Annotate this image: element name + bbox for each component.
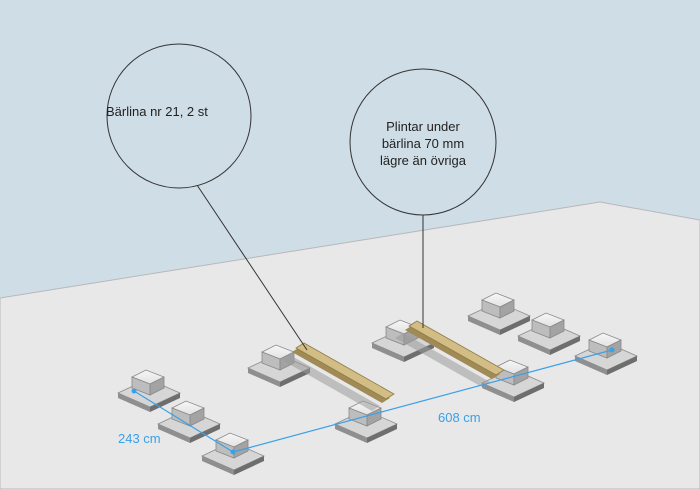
beam-right bbox=[395, 320, 505, 387]
plinth bbox=[201, 432, 265, 475]
beam-callout-leader bbox=[196, 184, 308, 351]
plinth-callout: Plintar under bärlina 70 mm lägre än övr… bbox=[349, 68, 497, 216]
beam-left bbox=[282, 342, 395, 411]
plinth-callout-line2: bärlina 70 mm bbox=[382, 136, 464, 151]
plinth bbox=[481, 359, 545, 402]
beam-callout-text: Bärlina nr 21, 2 st bbox=[106, 104, 208, 119]
plinth bbox=[117, 369, 181, 412]
plinth-callout-line3: lägre än övriga bbox=[380, 153, 467, 168]
plinth bbox=[157, 400, 221, 443]
plinth bbox=[517, 312, 581, 355]
plinth bbox=[467, 292, 531, 335]
plinth bbox=[334, 400, 398, 443]
dimension-short-label: 243 cm bbox=[118, 431, 161, 446]
dimension-long bbox=[232, 347, 615, 453]
plinth bbox=[247, 344, 311, 387]
beam-callout: Bärlina nr 21, 2 st bbox=[106, 43, 252, 189]
plinth-callout-line1: Plintar under bbox=[386, 119, 460, 134]
dimension-long-label: 608 cm bbox=[438, 410, 481, 425]
